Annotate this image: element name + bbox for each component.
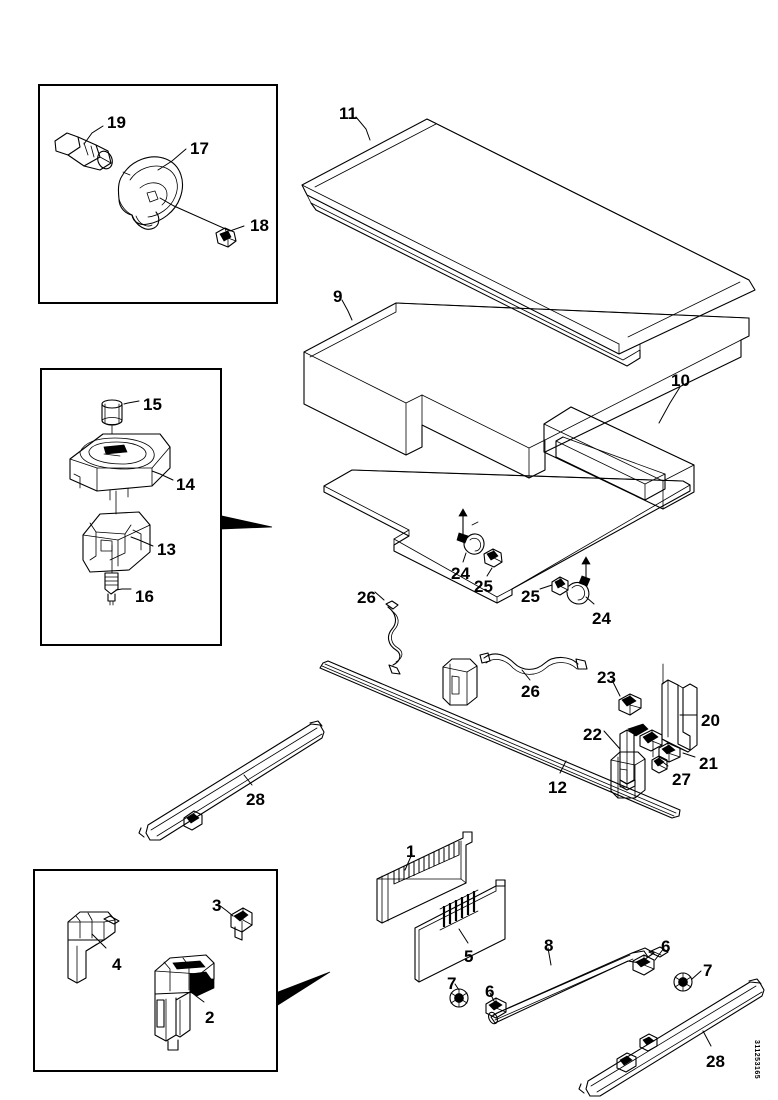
callout-23: 23 [597,668,616,687]
nut-7-right [673,972,693,992]
callout-14: 14 [176,475,195,494]
part-13-lower-mount-base [82,511,151,573]
callout-6-left: 6 [485,982,495,1001]
part-26b-wire-harness-lead [479,652,588,675]
callout-10: 10 [671,371,690,390]
callout-9: 9 [333,287,343,306]
part-17-curved-housing [117,156,184,230]
part-28b-long-slim-bar [578,978,765,1097]
callout-28-left: 28 [246,790,265,809]
part-10-raised-block-module [543,406,695,510]
callout-7-right: 7 [703,961,713,980]
callout-20: 20 [701,711,720,730]
part-20-u-channel-bracket [639,663,698,753]
callout-25-left: 25 [474,577,493,596]
part-11-top-cover-panel [301,118,756,367]
callout-21: 21 [699,754,718,773]
nut-7-left [449,988,469,1008]
part-8-tubular-arm [488,946,669,1025]
part-1-finned-rail-component [376,831,473,924]
part-24-25-left-group [456,508,503,568]
callout-13: 13 [157,540,176,559]
panel-lower-plate [323,469,691,604]
callout-2: 2 [205,1008,215,1027]
callout-16: 16 [135,587,154,606]
part-12-long-support-rail [319,658,681,819]
callout-19: 19 [107,113,126,132]
detail-group-middle-left [69,399,174,606]
part-19-tapered-nozzle [54,132,113,171]
callout-25-right: 25 [521,587,540,606]
part-27-small-nut [651,741,668,774]
part-28a-long-slim-bar [138,720,325,841]
callout-7-left: 7 [447,974,457,993]
callout-24-left: 24 [451,564,470,583]
part-6-7-left-group [449,988,507,1019]
callout-28-right: 28 [706,1052,725,1071]
part-14-upper-housing-pan [69,433,171,501]
callout-11: 11 [339,104,357,123]
part-18-small-fitting [215,227,237,248]
part-25-24-right-group [551,556,591,605]
callout-8: 8 [544,936,554,955]
detail-box-lower-left [33,869,278,1072]
drawing-reference-code: 311253165 [753,1040,760,1080]
callout-12: 12 [548,778,567,797]
callout-6-right: 6 [661,937,671,956]
callout-22: 22 [583,725,602,744]
callout-leaders-main [243,116,712,1047]
part-4-bracket-block [67,911,120,984]
part-5-slotted-cover-plate [414,879,506,983]
part-26a-wire-harness-lead [385,600,403,675]
part-21-small-bracket-clip [658,742,681,763]
callout-15: 15 [143,395,162,414]
box-to-assembly-leaders [221,515,331,1006]
callout-26-center: 26 [521,682,540,701]
part-2-connector-block-assembly [154,954,215,1051]
part-15-cylindrical-bushing [101,399,123,426]
callout-27: 27 [672,770,691,789]
callout-24-right: 24 [592,609,611,628]
part-23-clamp-fitting [618,693,642,716]
callout-17: 17 [190,139,209,158]
callout-26-left: 26 [357,588,376,607]
detail-box-upper-left [38,84,278,304]
part-3-small-clip [230,907,253,941]
part-9-lower-tray-panel [303,302,750,479]
callout-4: 4 [112,955,122,974]
callout-5: 5 [464,947,474,966]
part-6-7-right-group [632,954,693,992]
detail-group-upper-left [54,125,245,248]
callout-1: 1 [406,842,416,861]
detail-box-middle-left [40,368,222,646]
callout-3: 3 [212,896,222,915]
detail-group-lower-left [67,904,253,1051]
callout-18: 18 [250,216,269,235]
part-16-fastener-screw [104,572,119,606]
